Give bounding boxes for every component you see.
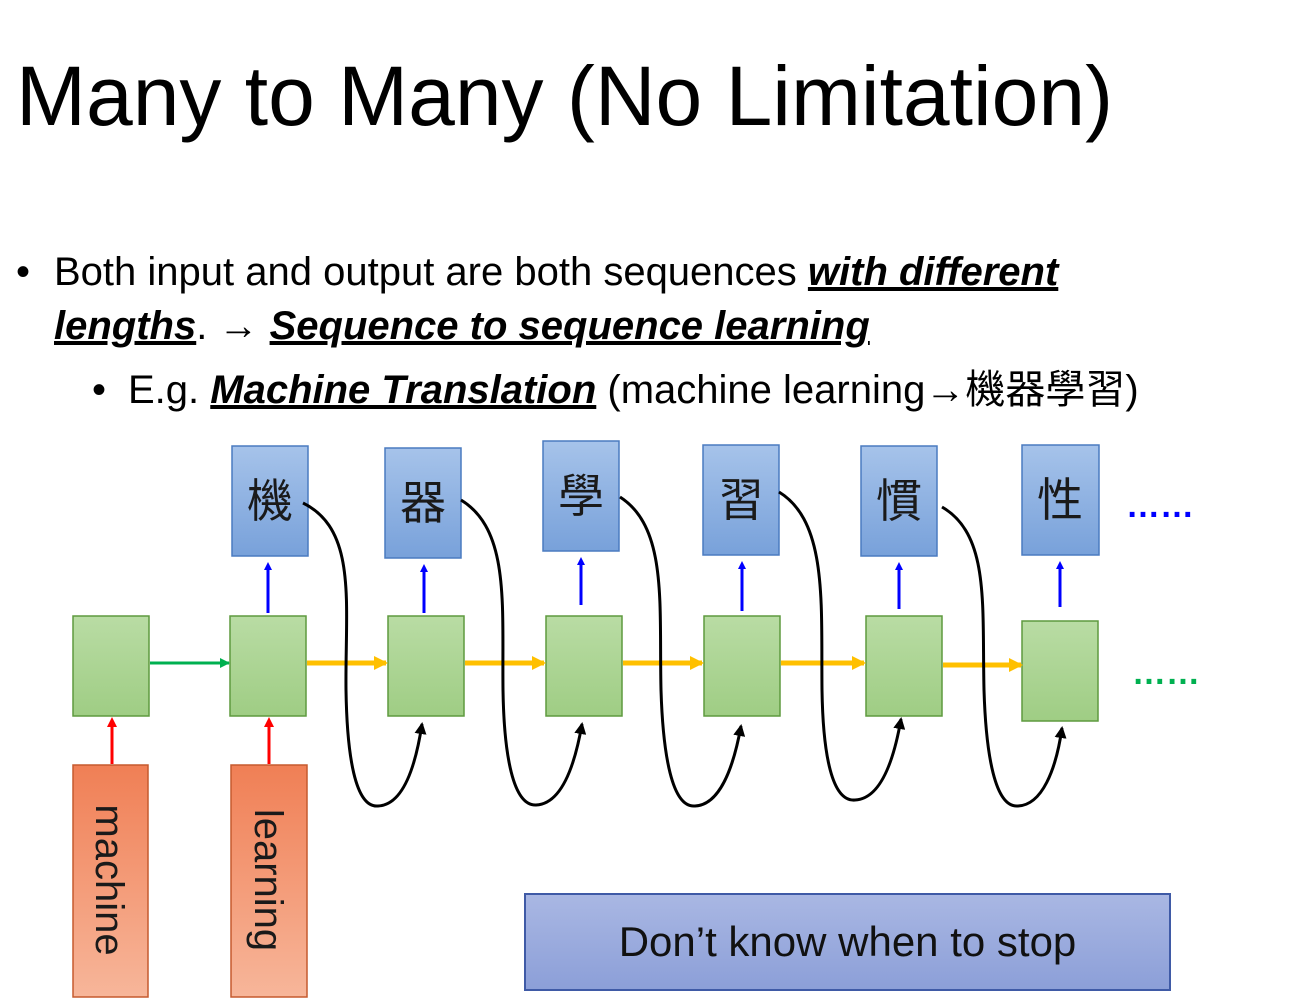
hidden-box-1 — [72, 615, 150, 717]
input-box-machine: machine — [72, 764, 149, 998]
bullet-2-cjk: 機器學習 — [965, 367, 1126, 413]
input-token-1: machine — [87, 804, 131, 955]
output-box-6: 性 — [1021, 444, 1100, 556]
bullet-2-prefix: E.g. — [128, 368, 211, 412]
bullet-marker: • — [16, 250, 31, 294]
bullet-1: • Both input and output are both sequence… — [16, 252, 1058, 292]
bullet-1-emphasis-2: Sequence to sequence learning — [269, 304, 870, 348]
output-token-6: 性 — [1037, 473, 1083, 527]
input-token-2: learning — [246, 809, 290, 951]
hidden-box-3 — [387, 615, 465, 717]
bullet-1-emphasis: with different — [807, 250, 1059, 294]
stop-note-box: Don’t know when to stop — [524, 893, 1171, 991]
hidden-box-5 — [703, 615, 781, 717]
sub-bullet-marker: • — [92, 368, 107, 412]
feedback-arrow-4 — [778, 490, 906, 802]
hidden-box-4 — [545, 615, 623, 717]
output-box-3: 學 — [542, 440, 620, 552]
feedback-arrow-2 — [460, 498, 587, 807]
bullet-1-continued: lengths. → Sequence to sequence learning — [54, 306, 870, 346]
bullet-2-close: ) — [1125, 368, 1139, 412]
bullet-1-text: Both input and output are both sequences — [54, 250, 808, 294]
output-box-4: 習 — [702, 444, 780, 556]
bullet-2: • E.g. Machine Translation (machine learn… — [92, 370, 1139, 410]
bullet-2-rest: (machine learning→ — [596, 368, 966, 412]
feedback-arrow-5 — [941, 505, 1067, 808]
output-token-1: 機 — [247, 474, 293, 528]
stop-note-text: Don’t know when to stop — [618, 918, 1077, 965]
hidden-box-6 — [865, 615, 943, 717]
input-box-learning: learning — [230, 764, 308, 998]
hidden-box-7 — [1021, 620, 1099, 722]
output-token-5: 慣 — [876, 474, 922, 528]
bullet-2-emphasis: Machine Translation — [210, 368, 597, 412]
output-ellipsis: …… — [1126, 487, 1194, 525]
output-token-2: 器 — [400, 476, 446, 530]
output-token-4: 習 — [718, 473, 764, 527]
output-token-3: 學 — [558, 469, 604, 523]
bullet-1-emphasis-cont: lengths — [54, 304, 197, 348]
output-box-1: 機 — [231, 445, 309, 557]
slide-title: Many to Many (No Limitation) — [16, 49, 1114, 143]
feedback-arrow-1 — [302, 501, 427, 808]
feedback-arrow-3 — [619, 495, 746, 808]
hidden-box-2 — [229, 615, 307, 717]
output-box-2: 器 — [384, 447, 462, 559]
output-box-5: 慣 — [860, 445, 938, 557]
hidden-ellipsis: …… — [1132, 654, 1200, 692]
bullet-1-arrow-text: . → — [196, 304, 270, 348]
